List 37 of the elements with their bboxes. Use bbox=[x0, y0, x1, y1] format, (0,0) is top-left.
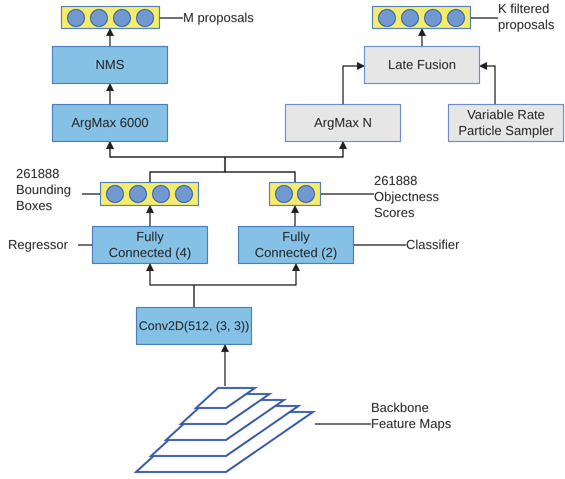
process-box: Fully Connected (2) bbox=[238, 226, 354, 264]
arrow bbox=[418, 28, 426, 46]
leader-line bbox=[315, 423, 371, 425]
arrow bbox=[342, 62, 365, 104]
leader-line bbox=[321, 193, 374, 195]
arrow bbox=[193, 263, 300, 307]
process-box: Late Fusion bbox=[364, 46, 480, 84]
vector-bar bbox=[372, 6, 471, 29]
arrow bbox=[146, 205, 154, 226]
node-label: 261888 Objectness Scores bbox=[374, 171, 454, 223]
arrow bbox=[106, 28, 114, 46]
arrow bbox=[221, 344, 229, 386]
node-label: Classifier bbox=[406, 236, 472, 254]
node-label: Regressor bbox=[8, 236, 78, 254]
node-label: 261888 Bounding Boxes bbox=[16, 164, 82, 216]
node-label: Backbone Feature Maps bbox=[371, 399, 467, 433]
leader-line bbox=[160, 17, 183, 19]
process-box: ArgMax N bbox=[285, 104, 401, 142]
arrow bbox=[479, 62, 496, 104]
leader-line bbox=[354, 244, 406, 246]
node-label: K filtered proposals bbox=[498, 0, 565, 34]
arrow bbox=[224, 141, 347, 182]
process-box: Variable Rate Particle Sampler bbox=[448, 104, 564, 142]
vector-bar bbox=[269, 182, 321, 206]
process-box: NMS bbox=[52, 46, 168, 84]
vector-bar bbox=[61, 6, 160, 29]
leader-line bbox=[78, 244, 92, 246]
feature-maps-drawing bbox=[135, 386, 315, 475]
node-label: M proposals bbox=[183, 9, 268, 27]
arrow bbox=[106, 83, 114, 104]
arrow bbox=[291, 205, 299, 226]
vector-bar bbox=[100, 182, 199, 206]
leader-line bbox=[471, 17, 498, 19]
process-box: ArgMax 6000 bbox=[52, 104, 168, 142]
process-box: Fully Connected (4) bbox=[92, 226, 208, 264]
process-box: Conv2D(512, (3, 3)) bbox=[136, 307, 252, 345]
leader-line bbox=[82, 193, 100, 195]
